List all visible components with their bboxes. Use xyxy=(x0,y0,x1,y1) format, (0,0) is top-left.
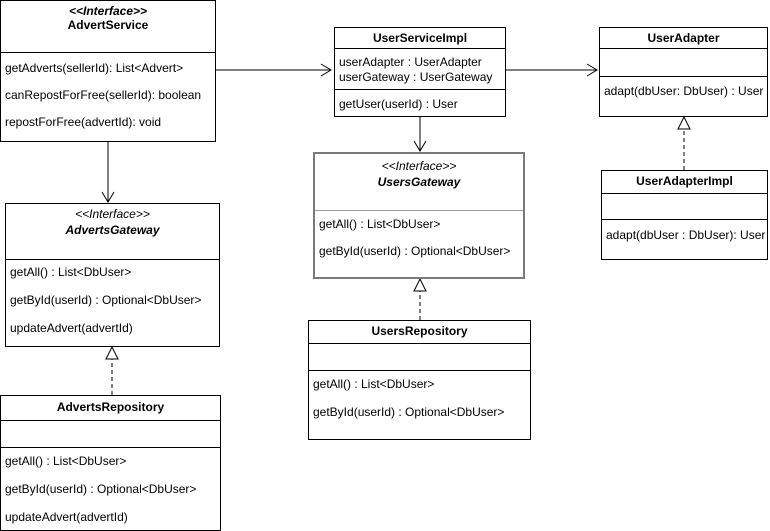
compartment-divider xyxy=(335,89,505,90)
compartment-divider xyxy=(1,52,215,53)
class-name: AdvertsGateway xyxy=(65,223,160,237)
method: adapt(dbUser: DbUser) : User xyxy=(604,84,764,98)
realization-advertsrepository-advertsgateway xyxy=(105,345,119,395)
compartment-divider xyxy=(309,343,530,344)
class-users-repository[interactable]: UsersRepository getAll() : List<DbUser> … xyxy=(308,320,531,440)
class-name: UserAdapter xyxy=(647,31,720,45)
attribute: userAdapter : UserAdapter xyxy=(339,55,482,69)
class-adverts-repository[interactable]: AdvertsRepository getAll() : List<DbUser… xyxy=(0,395,221,531)
association-advertservice-userserviceimpl xyxy=(216,63,332,77)
compartment-divider xyxy=(6,259,219,260)
method: getUser(userId) : User xyxy=(339,97,458,111)
stereotype-label: <<Interface>> xyxy=(381,159,457,173)
class-name: AdvertService xyxy=(67,18,149,32)
class-name: UsersGateway xyxy=(377,175,461,189)
method: getById(userId) : Optional<DbUser> xyxy=(5,482,197,496)
stereotype-label: <<Interface>> xyxy=(68,4,148,18)
realization-useradapterimpl-useradapter xyxy=(677,115,691,170)
method: repostForFree(advertId): void xyxy=(5,115,162,129)
association-advertservice-advertsgateway xyxy=(101,142,115,203)
method: getById(userId) : Optional<DbUser> xyxy=(319,244,511,258)
class-name: UserAdapterImpl xyxy=(636,174,733,188)
method: updateAdvert(advertId) xyxy=(10,321,133,335)
method: updateAdvert(advertId) xyxy=(5,510,128,524)
compartment-divider xyxy=(315,210,523,211)
class-user-adapter-impl[interactable]: UserAdapterImpl adapt(dbUser : DbUser): … xyxy=(601,170,768,260)
class-adverts-gateway[interactable]: <<Interface>> AdvertsGateway getAll() : … xyxy=(5,203,220,347)
compartment-divider xyxy=(602,219,767,220)
association-userserviceimpl-usersgateway xyxy=(413,117,427,152)
class-user-adapter[interactable]: UserAdapter adapt(dbUser: DbUser) : User xyxy=(599,27,768,117)
method: canRepostForFree(sellerId): boolean xyxy=(5,88,202,102)
association-userserviceimpl-useradapter xyxy=(506,63,598,77)
class-name: UsersRepository xyxy=(371,324,468,338)
class-advert-service[interactable]: <<Interface>> AdvertService getAdverts(s… xyxy=(0,0,216,142)
method: getById(userId) : Optional<DbUser> xyxy=(313,405,505,419)
method: getById(userId) : Optional<DbUser> xyxy=(10,293,202,307)
method: getAdverts(sellerId): List<Advert> xyxy=(5,61,184,75)
class-user-service-impl[interactable]: UserServiceImpl userAdapter : UserAdapte… xyxy=(334,27,506,117)
compartment-divider xyxy=(600,76,767,77)
class-users-gateway[interactable]: <<Interface>> UsersGateway getAll() : Li… xyxy=(313,152,525,279)
method: getAll() : List<DbUser> xyxy=(313,377,435,391)
method: getAll() : List<DbUser> xyxy=(5,454,127,468)
class-name: UserServiceImpl xyxy=(372,31,468,45)
attribute: userGateway : UserGateway xyxy=(339,70,493,84)
method: getAll() : List<DbUser> xyxy=(10,265,132,279)
method: getAll() : List<DbUser> xyxy=(319,217,441,231)
class-name: AdvertsRepository xyxy=(56,400,165,414)
stereotype-label: <<Interface>> xyxy=(75,207,150,221)
method: adapt(dbUser : DbUser): User xyxy=(606,228,766,242)
compartment-divider xyxy=(1,447,220,448)
compartment-divider xyxy=(309,370,530,371)
compartment-divider xyxy=(1,420,220,421)
realization-usersrepository-usersgateway xyxy=(413,277,427,320)
compartment-divider xyxy=(335,48,505,49)
compartment-divider xyxy=(602,193,767,194)
compartment-divider xyxy=(600,48,767,49)
